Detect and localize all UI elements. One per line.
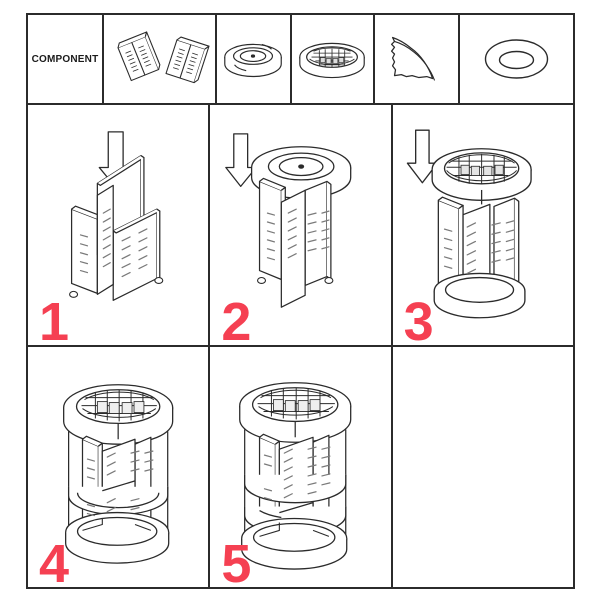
component-cell-curved-shelf	[375, 15, 460, 103]
component-cell-grid-tray	[292, 15, 375, 103]
step-number-1: 1	[39, 292, 70, 345]
step-number-4: 4	[39, 534, 70, 587]
support-ring-icon	[460, 15, 573, 103]
component-label: COMPONENT	[31, 53, 99, 65]
component-label-cell: COMPONENT	[28, 15, 104, 103]
step-number-5: 5	[221, 534, 252, 587]
step-number-3: 3	[403, 292, 434, 345]
step-cell-3[interactable]: 3	[393, 105, 573, 345]
divider-panels-icon	[104, 15, 215, 103]
component-cell-divider-panels	[104, 15, 217, 103]
step-cell-empty	[393, 347, 573, 587]
step-cell-1[interactable]: 1	[28, 105, 211, 345]
component-cell-support-ring	[460, 15, 573, 103]
step-cell-2[interactable]: 2	[210, 105, 393, 345]
step-cell-4[interactable]: 4	[28, 347, 211, 587]
step-number-2: 2	[221, 292, 252, 345]
step-2-illustration	[210, 105, 390, 345]
grid-tray-icon	[292, 15, 373, 103]
base-disc-icon	[217, 15, 290, 103]
step-row-bottom: 4	[28, 347, 573, 587]
step-rows: 1	[28, 105, 573, 587]
curved-shelf-icon	[375, 15, 458, 103]
step-row-top: 1	[28, 105, 573, 347]
step-1-illustration	[28, 105, 208, 345]
step-5-illustration	[210, 347, 390, 587]
step-4-illustration	[28, 347, 208, 587]
instruction-table: COMPONENT	[26, 13, 575, 589]
component-header-row: COMPONENT	[28, 15, 573, 105]
step-cell-5[interactable]: 5	[210, 347, 393, 587]
component-cell-base-disc	[217, 15, 292, 103]
step-3-illustration	[393, 105, 573, 345]
